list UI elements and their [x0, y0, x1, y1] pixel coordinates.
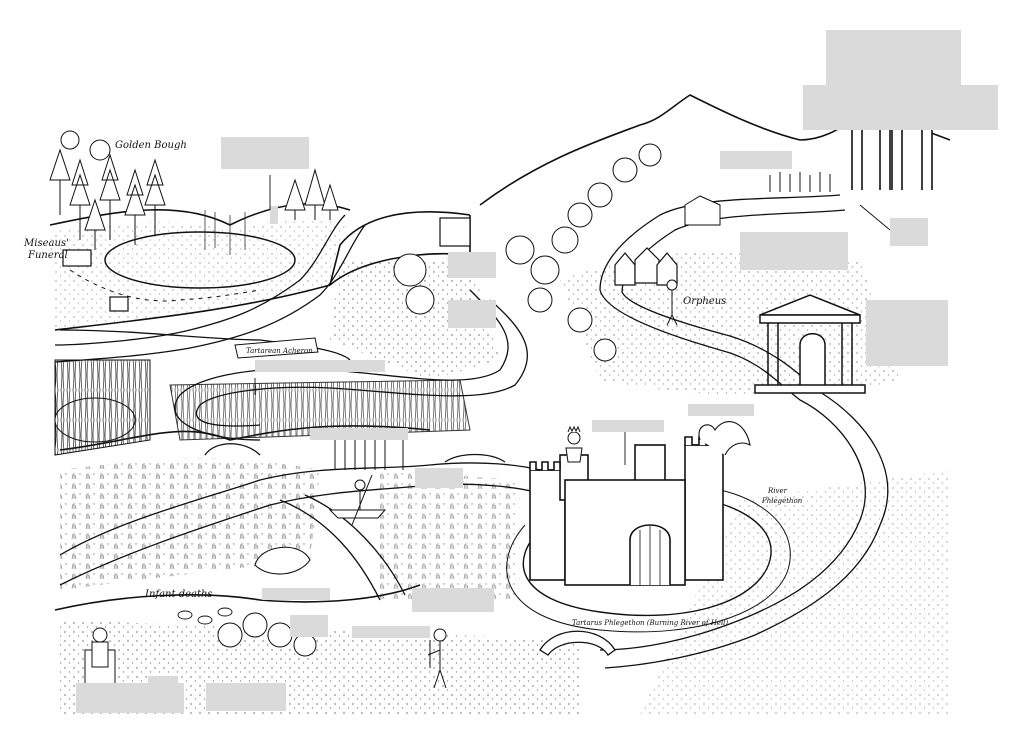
- grove-lower: [217, 612, 317, 657]
- cerberus-creature: [254, 546, 311, 575]
- infant-souls: [177, 607, 233, 625]
- judge-on-throne: [84, 627, 116, 686]
- pine-trees-center: [284, 168, 339, 220]
- king-on-tower: [565, 425, 583, 463]
- blank-label-11[interactable]: [688, 404, 754, 416]
- pine-tree: [144, 158, 166, 235]
- blank-label-15[interactable]: [262, 588, 330, 600]
- river-acheron-upper-bank: [54, 224, 366, 363]
- bridge-lower: [539, 630, 616, 656]
- blank-label-12[interactable]: [592, 420, 664, 432]
- upper-left-field: [50, 218, 345, 330]
- label-golden-bough: Golden Bough: [115, 140, 187, 151]
- tomb-box: [62, 249, 92, 267]
- blank-label-13[interactable]: [310, 428, 408, 440]
- charon-boat: [328, 474, 387, 526]
- river-phlegethon-moat-outer: [506, 487, 791, 633]
- lower-center-meadow: [380, 470, 520, 600]
- cliffs: [54, 359, 471, 456]
- leader-lines: [254, 175, 891, 465]
- tent: [684, 195, 721, 226]
- arch-gateway: [851, 101, 933, 190]
- blank-label-21[interactable]: [206, 683, 286, 711]
- pine-tree: [99, 153, 121, 240]
- blank-label-6[interactable]: [740, 232, 848, 270]
- blank-label-9[interactable]: [866, 300, 948, 366]
- label-infant-deaths: Infant deaths: [144, 589, 213, 600]
- river-lower-branch: [279, 499, 381, 601]
- blank-label-16[interactable]: [412, 588, 494, 612]
- blank-label-3[interactable]: [221, 137, 309, 169]
- ground-textures: [50, 218, 950, 715]
- label-river-phlegethon-2: Phlegethon: [761, 497, 803, 505]
- river-styx-main: [59, 462, 541, 556]
- center-cliff: [169, 379, 471, 441]
- river-lower-branch-bank: [304, 494, 406, 596]
- bridge-left: [204, 443, 261, 456]
- blank-label-1[interactable]: [826, 30, 961, 85]
- blank-label-8[interactable]: [448, 300, 496, 328]
- castle-tartarus: [529, 436, 724, 586]
- leafy-tree: [89, 139, 111, 161]
- forest-ridge: [393, 143, 662, 362]
- blank-label-14[interactable]: [415, 468, 463, 488]
- lake: [104, 231, 296, 289]
- pine-tree: [124, 168, 146, 245]
- small-box: [109, 296, 129, 312]
- swamp-pool: [54, 397, 136, 443]
- warrior-figure: [427, 628, 447, 689]
- left-cliff: [54, 359, 151, 456]
- river-styx-main-bank: [59, 483, 536, 586]
- dragon-on-tower: [698, 421, 751, 456]
- river-winding-left-bank: [195, 299, 529, 427]
- road-upper: [599, 194, 866, 651]
- leafy-tree: [60, 130, 80, 150]
- label-river-phlegethon-1: River: [767, 487, 788, 495]
- bridge-center: [444, 453, 506, 463]
- blank-label-17[interactable]: [290, 615, 328, 637]
- pine-tree: [84, 198, 106, 250]
- village-houses: [614, 247, 678, 286]
- crowd-of-souls: [769, 172, 831, 192]
- pine-tree: [69, 158, 91, 240]
- blank-label-20[interactable]: [76, 683, 184, 713]
- acheron-sign: Tartarean Acheron: [234, 337, 319, 359]
- blank-label-2[interactable]: [803, 85, 998, 130]
- label-miseaus-funeral-2: Funeral: [27, 250, 68, 261]
- lower-left-meadow: [60, 458, 320, 590]
- river-phlegethon-moat: [522, 499, 772, 617]
- orpheus-figure: [666, 279, 678, 326]
- label-tartarus-caption: Tartarus Phlegethon (Burning River of He…: [572, 619, 728, 627]
- blank-label-5[interactable]: [890, 218, 928, 246]
- label-tartarean-acheron: Tartarean Acheron: [246, 347, 313, 355]
- blank-label-7[interactable]: [448, 252, 496, 278]
- river-acheron-upper: [54, 214, 346, 346]
- label-orpheus: Orpheus: [683, 296, 726, 307]
- lake-reeds: [204, 210, 246, 255]
- blank-label-4[interactable]: [720, 151, 792, 169]
- mountain-ridge: [479, 94, 951, 206]
- label-miseaus-funeral-1: Miseaus': [23, 238, 69, 249]
- lower-bank: [54, 584, 421, 611]
- bottom-ground: [60, 620, 580, 715]
- central-meadow: [330, 258, 500, 380]
- temple-of-pluto: [754, 294, 866, 394]
- bridges: [204, 443, 616, 656]
- hut: [439, 217, 471, 247]
- road-left-pathway: [59, 329, 351, 361]
- blank-labels: [76, 30, 998, 713]
- forest-upper-left: [49, 130, 166, 250]
- blank-label-10[interactable]: [255, 360, 385, 372]
- blank-label-18[interactable]: [352, 626, 430, 638]
- blank-label-22[interactable]: [270, 206, 278, 224]
- pine-tree: [49, 148, 71, 215]
- funeral-procession-path: [69, 269, 261, 302]
